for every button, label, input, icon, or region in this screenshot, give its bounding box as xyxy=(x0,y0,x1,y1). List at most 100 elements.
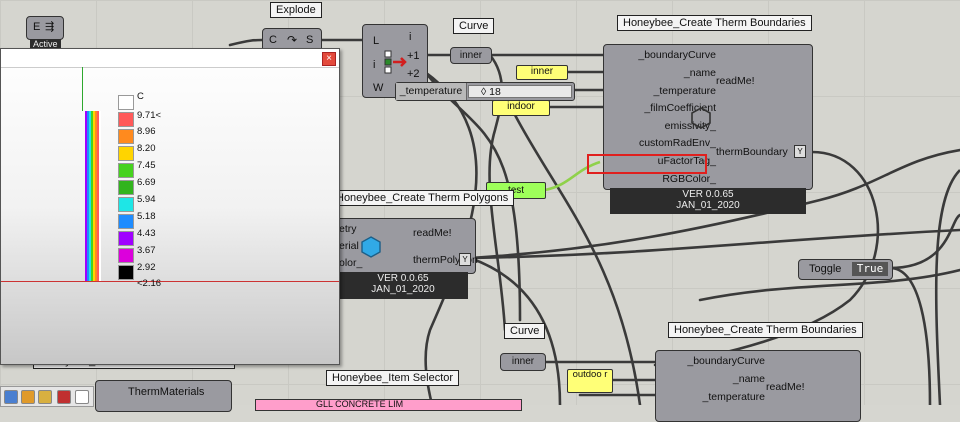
partial-icon: ⇶ xyxy=(45,21,55,33)
folder-icon[interactable] xyxy=(21,390,35,404)
list-output-plus2[interactable]: +2 xyxy=(407,68,420,80)
legend-swatch-8 xyxy=(118,231,134,246)
legend-swatch-3 xyxy=(118,146,134,161)
temperature-slider-label: _temperature xyxy=(396,83,467,100)
explode-input-c[interactable]: C xyxy=(269,34,277,46)
legend-value-6: 5.18 xyxy=(137,211,156,222)
legend-swatch-7 xyxy=(118,214,134,229)
curve-bottom-title: Curve xyxy=(504,323,546,339)
explode-title: Explode xyxy=(270,2,322,18)
list-output-i[interactable]: i xyxy=(409,31,412,43)
boundary1-version: VER 0.0.65 xyxy=(682,189,734,200)
legend-swatch-9 xyxy=(118,248,134,263)
item-selector-value-list[interactable]: GLL CONCRETE LIM xyxy=(255,399,522,411)
legend-value-5: 5.94 xyxy=(137,194,156,205)
curve-top-param[interactable]: inner xyxy=(450,47,492,64)
python-icon[interactable] xyxy=(4,390,18,404)
legend-value-7: 4.43 xyxy=(137,228,156,239)
y-axis-line xyxy=(82,67,83,111)
legend-swatch-5 xyxy=(118,180,134,195)
legend-value-10: <2.16 xyxy=(137,278,162,289)
boundary1-input-name[interactable]: _name xyxy=(683,67,716,79)
polygons-hexagon-icon xyxy=(361,236,381,258)
x-axis-line xyxy=(1,281,339,282)
boundary1-input-rgbcolor[interactable]: RGBColor_ xyxy=(662,173,716,185)
legend-value-1: 8.96 xyxy=(137,126,156,137)
boundary2-input-boundarycurve[interactable]: _boundaryCurve xyxy=(687,355,765,367)
polygons-input-material[interactable]: erial xyxy=(339,240,359,252)
legend-value-8: 3.67 xyxy=(137,245,156,256)
boundary1-footer: VER 0.0.65 JAN_01_2020 xyxy=(610,188,806,214)
temperature-slider[interactable]: _temperature ◊ 18 xyxy=(395,82,575,101)
boundary1-input-boundarycurve[interactable]: _boundaryCurve xyxy=(638,49,716,61)
list-input-l[interactable]: L xyxy=(373,35,380,47)
legend-value-4: 6.69 xyxy=(137,177,156,188)
legend-swatch-4 xyxy=(118,163,134,178)
boundary1-output-thermboundary[interactable]: thermBoundary xyxy=(716,146,788,158)
boundary1-title: Honeybee_Create Therm Boundaries xyxy=(617,15,812,31)
boundary1-hexagon-icon xyxy=(691,107,711,129)
spectrum-bars xyxy=(85,111,101,281)
active-label: Active xyxy=(30,39,61,49)
list-input-w[interactable]: W xyxy=(373,82,384,94)
legend-swatch-1 xyxy=(118,112,134,127)
ufactortag-highlight-box xyxy=(587,154,707,174)
partial-component[interactable]: E ⇶ xyxy=(26,16,64,40)
boundary1-graft-icon: Y xyxy=(794,145,806,158)
legend-window[interactable]: × C 9.71< 8.96 8.20 7.45 6.69 5.94 5.18 … xyxy=(0,48,340,365)
therm-materials-component[interactable]: ThermMaterials xyxy=(95,380,232,412)
polygons-input-geometry[interactable]: etry xyxy=(339,223,357,235)
item-selector-value: GLL CONCRETE LIM xyxy=(316,399,404,409)
polygons-footer: VER 0.0.65 JAN_01_2020 xyxy=(338,272,468,299)
explode-output-s[interactable]: S xyxy=(306,34,314,46)
curve-bottom-param[interactable]: inner xyxy=(500,353,546,371)
list-output-plus1[interactable]: +1 xyxy=(407,50,420,62)
legend-swatch-0 xyxy=(118,95,134,110)
boundary2-output-readme[interactable]: readMe! xyxy=(766,381,805,393)
legend-value-9: 2.92 xyxy=(137,262,156,273)
boundary1-input-customradenv[interactable]: customRadEnv_ xyxy=(638,137,716,149)
record-icon[interactable] xyxy=(57,390,71,404)
boundary1-input-emissivity[interactable]: emissivity_ xyxy=(664,120,716,132)
toggle-label: Toggle xyxy=(809,263,842,275)
partial-port-e[interactable]: E xyxy=(33,21,41,33)
boundary1-input-filmcoefficient[interactable]: _filmCoefficient xyxy=(644,102,716,114)
boundary1-output-readme[interactable]: readMe! xyxy=(716,75,755,87)
boundary1-input-ufactortag[interactable]: uFactorTag_ xyxy=(657,155,716,167)
legend-value-2: 8.20 xyxy=(137,143,156,154)
legend-swatch-10 xyxy=(118,265,134,280)
boundary2-input-name[interactable]: _name xyxy=(732,373,765,385)
panel-outdoor[interactable]: outdoo r xyxy=(567,369,613,393)
toggle-value[interactable]: True xyxy=(852,262,888,276)
legend-value-0: 9.71< xyxy=(137,110,162,121)
boundary1-component[interactable]: _boundaryCurve _name _temperature _filmC… xyxy=(603,44,813,190)
boundary1-input-temperature[interactable]: _temperature xyxy=(653,85,716,97)
close-button[interactable]: × xyxy=(322,52,336,66)
legend-window-titlebar[interactable]: × xyxy=(1,49,339,68)
therm-materials-output[interactable]: ThermMaterials xyxy=(128,386,205,398)
bottom-toolbar xyxy=(0,386,94,407)
legend-swatch-2 xyxy=(118,129,134,144)
boundary2-title: Honeybee_Create Therm Boundaries xyxy=(668,322,863,338)
save-icon[interactable] xyxy=(75,390,89,404)
open-icon[interactable] xyxy=(38,390,52,404)
boolean-toggle[interactable]: Toggle True xyxy=(798,259,893,280)
polygons-title: Honeybee_Create Therm Polygons xyxy=(330,190,515,206)
polygons-version: VER 0.0.65 xyxy=(377,273,429,284)
polygons-component[interactable]: etry erial olor_ readMe! thermPolygon Y xyxy=(320,218,478,274)
panel-indoor[interactable]: indoor xyxy=(492,100,550,116)
curve-top-title: Curve xyxy=(453,18,495,34)
polygons-output-readme[interactable]: readMe! xyxy=(413,227,452,239)
polygons-graft-icon: Y xyxy=(459,253,471,266)
panel-inner[interactable]: inner xyxy=(516,65,568,80)
explode-icon: ↷ xyxy=(287,33,298,47)
polygons-input-rgbcolor[interactable]: olor_ xyxy=(339,257,363,269)
list-input-i[interactable]: i xyxy=(373,59,376,71)
boundary2-input-temperature[interactable]: _temperature xyxy=(702,391,765,403)
legend-value-3: 7.45 xyxy=(137,160,156,171)
temperature-slider-value[interactable]: ◊ 18 xyxy=(468,85,572,98)
boundary1-date: JAN_01_2020 xyxy=(676,200,740,211)
item-selector-title: Honeybee_Item Selector xyxy=(326,370,460,386)
list-item-icon xyxy=(384,50,407,74)
boundary2-component[interactable]: _boundaryCurve _name _temperature readMe… xyxy=(655,350,861,422)
